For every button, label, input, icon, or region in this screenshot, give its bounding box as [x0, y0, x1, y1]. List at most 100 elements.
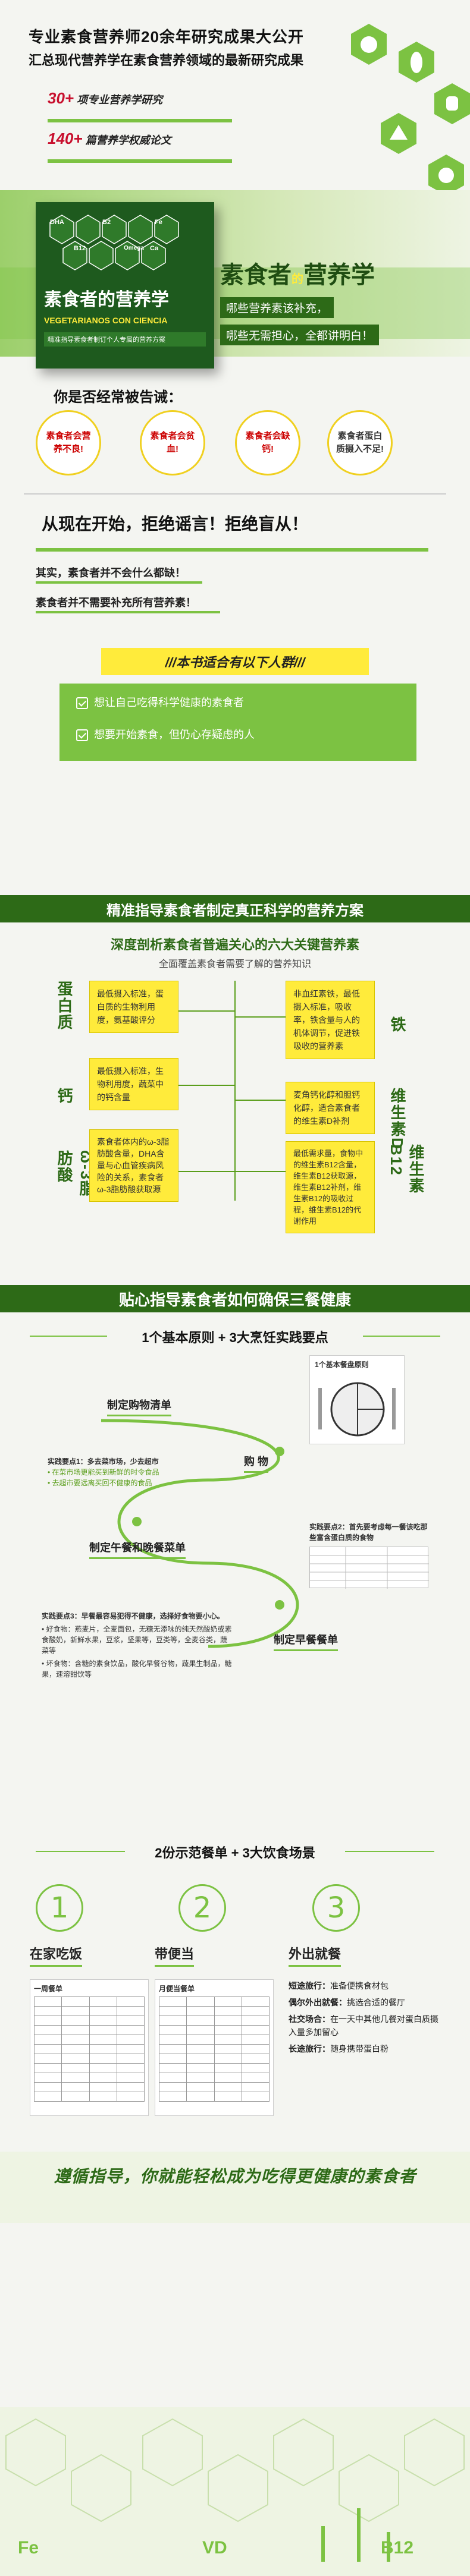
tip-1-value: 准备便携食材包 [330, 1981, 388, 1991]
note-omega3: 素食者体内的ω-3脂肪酸含量，DHA含量与心血管疾病风险的关系，素食者ω-3脂肪… [89, 1129, 178, 1202]
tip-1-key: 短途旅行： [289, 1981, 330, 1991]
book-hex-grid-icon [49, 215, 179, 270]
stat-1-number: 30+ [48, 89, 74, 107]
headline-sub-2: 哪些无需担心，全都讲明白！ [220, 325, 380, 345]
footer-nutrient-vd: VD [202, 2538, 227, 2558]
flow-path-icon [101, 1419, 299, 1648]
weekly-menu-table [33, 1996, 145, 2102]
headline-part-1: 素食者 [220, 262, 292, 288]
declaration-underline [36, 548, 428, 552]
nutrient-label-iron: 铁 [388, 1016, 406, 1033]
meals-section: 贴心指导素食者如何确保三餐健康 1个基本原则 + 3大烹饪实践要点 1个基本餐盘… [0, 1207, 470, 1801]
scene-label-lunchbox: 带便当 [155, 1944, 195, 1967]
note-protein: 最低摄入标准，蛋白质的生物利用度，氨基酸评分 [89, 981, 178, 1033]
book-headline: 素食者的营养学 [220, 256, 375, 290]
audience-item-2-text: 想要开始素食，但仍心存疑虑的人 [94, 729, 255, 741]
lunchbox-menu-card: 月便当餐单 [155, 1979, 274, 2116]
table-lines-icon [310, 1547, 429, 1589]
myths-section: 你是否经常被告诫： 素食者会营养不良! 素食者会贫血! 素食者会缺钙! 素食者蛋… [0, 380, 470, 767]
branch-line [236, 1171, 286, 1172]
branch-line [236, 1100, 286, 1101]
note-calcium: 最低摄入标准，生物利用度，蔬菜中的钙含量 [89, 1058, 178, 1110]
branch-line [236, 1016, 286, 1018]
practice-point-1: 实践要点1：多去菜市场，少去超市 • 在菜市场更能买到新鲜的时令食品 • 去超市… [48, 1456, 202, 1488]
myths-heading: 你是否经常被告诫： [54, 389, 182, 405]
step-lunch-dinner: 制定午餐和晚餐菜单 [89, 1539, 186, 1559]
note-vitamin-d: 麦角钙化醇和胆钙化醇，适合素食者的维生素D补剂 [286, 1082, 375, 1134]
step-shopping-list: 制定购物清单 [107, 1397, 171, 1416]
plan-title: 精准指导素食者制定真正科学的营养方案 [106, 902, 364, 919]
scenes-line-right [345, 1851, 434, 1852]
nutrient-label-vitamin-d: 维生素D [388, 1088, 406, 1150]
weekly-menu-card: 一周餐单 [30, 1979, 149, 2116]
myth-bubble-4: 素食者蛋白质摄入不足! [327, 410, 393, 475]
cover-label-6: Ca [150, 245, 159, 252]
audience-title: ///本书适合有以下人群/// [101, 648, 369, 675]
nutrient-label-vitamin-b12: 维生素B12 [387, 1144, 425, 1194]
intro-line-2: 汇总现代营养学在素食营养领域的最新研究成果 [29, 53, 304, 68]
footer-nutrient-b12: B12 [381, 2538, 414, 2558]
meals-subtitle: 1个基本原则 + 3大烹饪实践要点 [142, 1330, 328, 1345]
lunchbox-menu-title: 月便当餐单 [159, 1985, 195, 1993]
book-cover: DHA B2 B12 Omega Fe Ca 素食者的营养学 VEGETARIA… [36, 202, 214, 369]
point-1-line-2: • 去超市要远离买回不健康的食品 [48, 1479, 152, 1487]
audience-item-1-text: 想让自己吃得科学健康的素食者 [94, 697, 244, 708]
footer-bg [0, 2152, 470, 2223]
protein-table-image [309, 1547, 429, 1589]
vegetable-hex-decor-icon [351, 24, 470, 196]
cover-title: 素食者的营养学 [44, 290, 169, 310]
audience-box: 想让自己吃得科学健康的素食者 想要开始素食，但仍心存疑虑的人 [59, 684, 416, 761]
subtitle-line-left [30, 1336, 107, 1337]
scene-label-eating-out: 外出就餐 [289, 1944, 341, 1967]
tip-2-key: 偶尔外出就餐： [289, 1998, 347, 2007]
practice-point-3: 实践要点3：早餐最容易犯得不健康，选择好食物要小心。 • 好食物：燕麦片，全麦面… [42, 1611, 232, 1680]
weekly-menu-title: 一周餐单 [34, 1985, 63, 1993]
stat-2: 140+ 篇营养学权威论文 [48, 130, 171, 148]
nutrient-tree: 蛋白质 钙 ω-3脂肪酸 最低摄入标准，蛋白质的生物利用度，氨基酸评分 最低摄入… [0, 981, 470, 1233]
headline-part-2: 的 [292, 273, 303, 286]
stat-2-bar [48, 159, 232, 163]
stat-2-text: 篇营养学权威论文 [85, 134, 171, 146]
intro-section: 专业素食营养师20余年研究成果大公开 汇总现代营养学在素食营养领域的最新研究成果… [0, 0, 470, 196]
point-3-line-1: • 好食物：燕麦片，全麦面包，无糖无添味的纯天然酸奶或素食酸奶，新鲜水果，豆浆，… [42, 1625, 232, 1655]
footer-nutrient-fe: Fe [18, 2538, 39, 2558]
scene-number-3: 3 [312, 1884, 360, 1932]
cover-label-4: Omega [124, 245, 144, 251]
point-1-line-1: • 在菜市场更能买到新鲜的时令食品 [48, 1468, 159, 1476]
scene-number-2: 2 [178, 1884, 226, 1932]
nutrient-label-calcium: 钙 [55, 1088, 73, 1104]
stat-2-number: 140+ [48, 130, 83, 147]
plan-sub-2: 全面覆盖素食者需要了解的营养知识 [158, 959, 311, 969]
eating-out-tips: 短途旅行：准备便携食材包 偶尔外出就餐：挑选合适的餐厅 社交场合：在一天中其他几… [289, 1979, 443, 2055]
audience-item-1: 想让自己吃得科学健康的素食者 [76, 694, 400, 710]
stat-1-bar [48, 119, 232, 122]
note-vitamin-b12: 最低需求量，食物中的维生素B12含量，维生素B12获取源，维生素B12补剂，维生… [286, 1141, 375, 1233]
point-3-line-2: • 坏食物：含糖的素食饮品，酸化早餐谷物，蔬果生制品，糖果，速溶甜饮等 [42, 1659, 232, 1679]
step-shopping: 购 物 [244, 1453, 269, 1473]
myths-declaration: 从现在开始，拒绝谣言！拒绝盲从！ [42, 515, 309, 533]
fact-2-underline [36, 611, 220, 613]
tip-4-key: 长途旅行： [289, 2044, 330, 2054]
myth-bubble-1: 素食者会营养不良! [36, 410, 101, 475]
cover-label-3: B12 [74, 245, 86, 252]
footer-slogan: 遵循指导，你就能轻松成为吃得更健康的素食者 [54, 2167, 416, 2185]
meals-title: 贴心指导素食者如何确保三餐健康 [118, 1290, 351, 1309]
lunchbox-menu-table [158, 1996, 270, 2102]
tree-trunk [234, 981, 236, 1201]
checkbox-icon [76, 729, 88, 742]
fact-2: 素食者并不需要补充所有营养素！ [36, 597, 196, 609]
branch-line [178, 1085, 234, 1086]
headline-sub-1: 哪些营养素该补充， [220, 297, 334, 318]
meals-title-bar [0, 1285, 470, 1312]
fact-1-underline [36, 581, 202, 584]
cover-label-5: Fe [155, 219, 162, 226]
fact-1: 其实，素食者并不会什么都缺！ [36, 567, 186, 579]
plate-card: 1个基本餐盘原则 [309, 1355, 405, 1444]
plate-label: 1个基本餐盘原则 [315, 1361, 369, 1369]
point-2-title: 实践要点2：首先要考虑每一餐该吃那些富含蛋白质的食物 [309, 1523, 428, 1542]
branch-line [178, 1171, 234, 1172]
cover-label-2: B2 [102, 219, 111, 226]
tip-4-value: 随身携带蛋白粉 [330, 2044, 388, 2054]
intro-line-1: 专业素食营养师20余年研究成果大公开 [29, 28, 304, 46]
myth-bubble-2: 素食者会贫血! [140, 410, 205, 475]
